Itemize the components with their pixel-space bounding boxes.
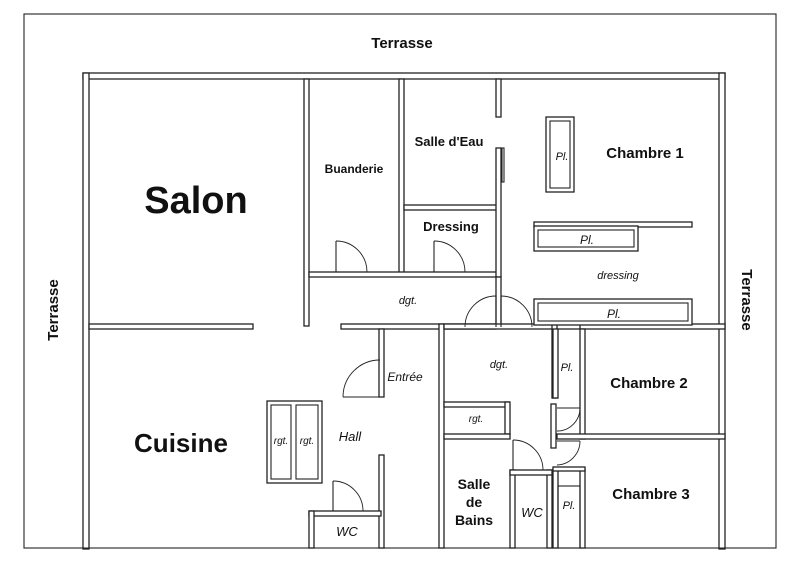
room-wc-bath-label: WC (521, 505, 543, 520)
door-dgt-left (464, 295, 497, 328)
door-buanderie (335, 240, 368, 273)
closet-ch2-label: Pl. (561, 362, 574, 374)
terrace-top-label: Terrasse (371, 35, 432, 52)
room-hall-label: Hall (339, 429, 363, 444)
room-salle-de-bains-label-3: Bains (455, 512, 493, 528)
room-chambre3-label: Chambre 3 (612, 486, 690, 503)
rgt-kitchen-left-label: rgt. (274, 436, 288, 447)
dgt-top-label: dgt. (399, 295, 417, 307)
room-chambre1-label: Chambre 1 (606, 145, 684, 162)
doors (332, 240, 581, 512)
dressing-chambre1-label: dressing (597, 270, 639, 282)
rgt-kitchen-right-label: rgt. (300, 436, 314, 447)
door-entree (342, 359, 381, 398)
room-salle-de-bains-label-1: Salle (458, 476, 491, 492)
closet-ch1-vertical-label: Pl. (556, 151, 569, 163)
room-cuisine-label: Cuisine (134, 428, 228, 458)
door-dressing (433, 240, 466, 273)
door-chambre3 (556, 440, 581, 466)
closets (266, 116, 693, 549)
terrace-left-label: Terrasse (45, 279, 62, 340)
room-entree-label: Entrée (387, 370, 423, 384)
closet-ch3-label: Pl. (563, 500, 576, 512)
rgt-center-label: rgt. (469, 414, 483, 425)
door-dgt-right (500, 295, 533, 328)
door-chambre2 (556, 407, 581, 432)
room-buanderie-label: Buanderie (325, 162, 384, 176)
door-hall-wc (332, 480, 364, 512)
room-salon-label: Salon (144, 180, 247, 222)
room-wc-hall-label: WC (336, 524, 358, 539)
exterior-walls (82, 72, 726, 550)
room-chambre2-label: Chambre 2 (610, 375, 688, 392)
dgt-center-label: dgt. (490, 359, 508, 371)
room-salle-de-bains-label-2: de (466, 494, 483, 510)
closet-ch1-upper-label: Pl. (580, 233, 594, 247)
door-bath (512, 439, 544, 471)
room-salle-deau-label: Salle d'Eau (415, 134, 484, 149)
terrace-right-label: Terrasse (738, 269, 755, 330)
closet-ch1-lower-label: Pl. (607, 307, 621, 321)
room-dressing-label: Dressing (423, 219, 479, 234)
